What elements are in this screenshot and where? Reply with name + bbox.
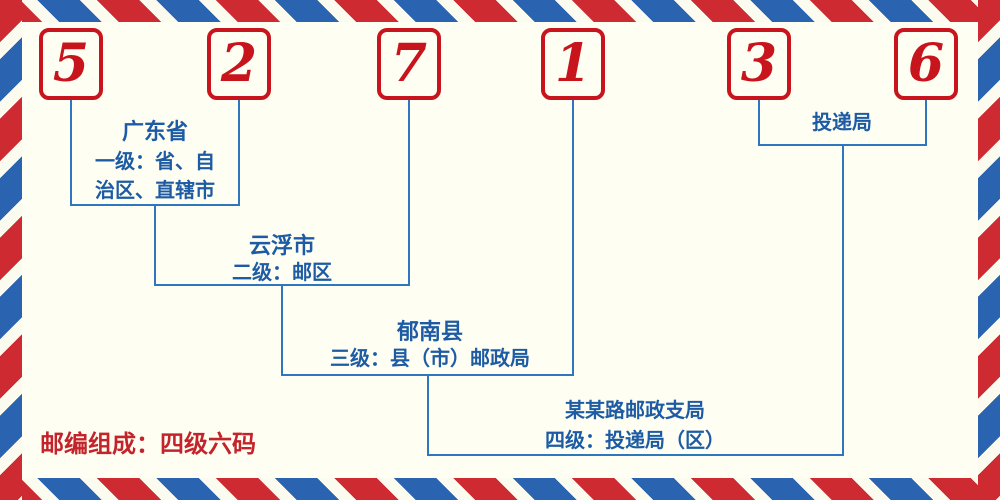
postal-digit-box-5: 3 [727,28,791,100]
connector-line [925,100,927,146]
postal-zone-level-desc: 二级：邮区 [232,260,332,284]
county-level-desc: 三级：县（市）邮政局 [330,346,530,370]
connector-line [281,284,283,376]
postal-digit-6: 6 [907,33,945,94]
airmail-border-bottom [0,478,1000,500]
postal-digit-box-2: 2 [207,28,271,100]
connector-line [572,100,574,376]
postal-digit-2: 2 [220,33,258,94]
connector-line [408,100,410,286]
connector-line [427,454,844,456]
airmail-border-left [0,0,22,500]
postal-digit-3: 7 [390,33,428,94]
connector-line [758,100,760,146]
postal-digit-box-3: 7 [377,28,441,100]
postal-code-composition-note: 邮编组成：四级六码 [40,430,256,458]
postal-digit-5: 3 [740,33,778,94]
postal-digit-box-1: 5 [39,28,103,100]
connector-line [238,100,240,206]
postal-digit-box-6: 6 [894,28,958,100]
postal-zone-name: 云浮市 [248,234,315,259]
airmail-border-top [0,0,1000,22]
province-level-desc: 一级：省、自治区、直辖市 [95,149,215,202]
connector-line [70,100,72,206]
branch-level-desc: 四级：投递局（区） [545,428,725,452]
county-name: 郁南县 [396,320,463,345]
branch-name: 某某路邮政支局 [565,398,705,422]
connector-line [427,374,429,456]
postal-digit-4: 1 [554,33,592,94]
airmail-border-right [978,0,1000,500]
delivery-office-name: 投递局 [812,110,872,134]
connector-line [842,144,844,456]
connector-line [154,204,156,286]
postal-digit-box-4: 1 [541,28,605,100]
postal-digit-1: 5 [52,33,90,94]
province-name: 广东省 [121,120,188,145]
